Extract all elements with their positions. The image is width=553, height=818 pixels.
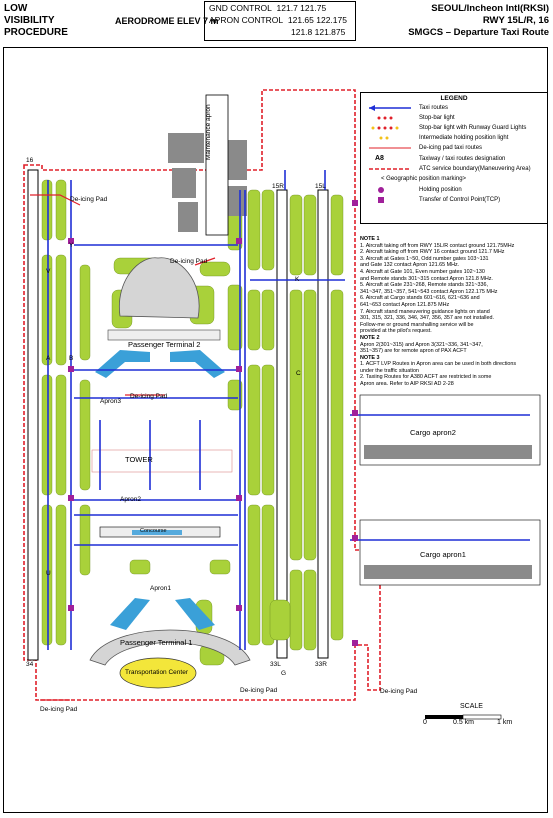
note-line: 7. Aircraft stand maneuvering guidance l…: [360, 308, 490, 315]
apron3-label: Apron3: [100, 398, 121, 405]
concourse-label: Concourse: [140, 528, 167, 534]
tcp-markers: [68, 200, 358, 646]
note-line: 2. Aircraft taking off from RWY 16 conta…: [360, 249, 505, 256]
scale-one: 1 km: [497, 719, 513, 726]
maintenance-apron: [205, 94, 229, 236]
note-line: provided at the pilot's request.: [360, 328, 432, 335]
legend-item-deicing-routes: De-icing pad taxi routes: [419, 145, 483, 151]
deicing-pad-label: De-icing Pad: [130, 393, 168, 400]
apron2-label: Apron2: [120, 496, 141, 503]
legend-title: LEGEND: [440, 95, 468, 102]
note-line: Apron 2(301~315) and Apron 3(321~336, 34…: [360, 341, 483, 348]
note-line: 5. Aircraft at Gate 231~268, Remote stan…: [360, 282, 488, 289]
runway-label-15l: 15L: [315, 183, 326, 190]
note-line: and Gate 132 contact Apron 121.65 MHz.: [360, 262, 460, 269]
taxiway-label-t: U: [46, 570, 51, 577]
runway-16: [27, 169, 39, 661]
note-line: 1. ACFT LVP Routes in Apron area can be …: [360, 361, 517, 368]
taxiway-label-c: C: [296, 370, 301, 377]
legend-item-tcp: Transfer of Control Point(TCP): [419, 197, 501, 203]
taxiway-label-u: V: [46, 268, 51, 275]
scale-half: 0.5 km: [453, 719, 475, 726]
maintenance-buildings: [168, 133, 247, 232]
tower-area: [91, 449, 233, 473]
note-line: under the traffic situation: [360, 367, 419, 374]
note-line: 351~357) are for remote apron of PAX ACF…: [360, 348, 467, 355]
legend-item-holding-position: Holding position: [419, 187, 462, 193]
runway-label-34: 34: [26, 661, 34, 668]
note-line: NOTE 2: [360, 334, 380, 341]
terminal-2-building: [118, 257, 200, 319]
grass-areas: [41, 179, 344, 666]
terminal-1-label: Passenger Terminal 1: [120, 638, 193, 647]
note-line: Apron area. Refer to AIP RKSI AD 2-28: [360, 381, 454, 388]
runway-label-33l: 33L: [270, 661, 281, 668]
legend-item-intermediate: Intermediate holding position light: [419, 135, 509, 141]
tower-label: TOWER: [125, 455, 153, 464]
legend-item-taxiway-designation: Taxiway / taxi routes designation: [419, 156, 506, 162]
note-line: 641~653 contact Apron 121.875 MHz: [360, 301, 450, 308]
note-line: Follow-me or ground marshalling service …: [360, 321, 474, 328]
taxi-routes: [47, 170, 530, 650]
note-line: 6. Aircraft at Cargo stands 601~616, 621…: [360, 295, 480, 302]
note-line: 1. Aircraft taking off from RWY 15L/R co…: [360, 242, 515, 249]
legend-item-geographic-marking: < Geographic position marking>: [381, 176, 467, 182]
deicing-pad-label: De-icing Pad: [170, 258, 208, 265]
taxiway-label-y: Y: [69, 242, 74, 249]
runway-15l: [317, 189, 329, 659]
note-line: NOTE 1: [360, 236, 380, 242]
apron1-label: Apron1: [150, 585, 171, 592]
scale-zero: 0: [423, 719, 427, 726]
map-frame: [3, 47, 548, 813]
note-line: 3. Aircraft at Gates 1~50, Odd number ga…: [360, 255, 489, 262]
deicing-pad-label: De-icing Pad: [40, 706, 78, 713]
legend-item-atc-boundary: ATC service boundary(Maneuvering Area): [419, 166, 531, 172]
note-line: 341~347, 351~357, 541~543 contact Apron …: [360, 288, 498, 295]
transportation-center-label: Transportation Center: [125, 669, 188, 676]
note-line: and Remote stands 301~315 contact Apron …: [360, 275, 493, 282]
runway-label-15r: 15R: [272, 183, 284, 190]
note-line: 301, 315, 321, 336, 346, 347, 356, 357 a…: [360, 315, 494, 322]
taxiway-label-g: G: [281, 670, 287, 677]
scale-title: SCALE: [460, 703, 483, 710]
note-line: 2. Taxiing Routes for A380 ACFT are rest…: [360, 374, 492, 381]
note-line: 4. Aircraft at Gate 101, Even number gat…: [360, 268, 485, 275]
taxiway-label-k: K: [295, 276, 300, 283]
deicing-pad-label: De-icing Pad: [380, 688, 418, 695]
scale-bar: [425, 714, 502, 720]
maintenance-apron-label: Maintenance apron: [205, 104, 212, 160]
deicing-routes: [30, 194, 216, 701]
terminal-1-building: [89, 629, 251, 666]
legend-item-stop-bar-rgl: Stop-bar light with Runway Guard Lights: [419, 125, 527, 131]
frequency-box: GND CONTROL 121.7 121.75 APRON CONTROL 1…: [204, 1, 356, 41]
legend-item-taxi-routes: Taxi routes: [419, 105, 449, 111]
transportation-center: [119, 657, 197, 689]
taxiway-label-a: A: [46, 355, 51, 362]
aerodrome-elevation: AERODROME ELEV 7 m: [115, 16, 219, 26]
deicing-pad-label: De-icing Pad: [240, 687, 278, 694]
cargo-apron-2-label: Cargo apron2: [410, 428, 456, 437]
runway-label-16: 16: [26, 157, 34, 164]
runway-15r: [276, 189, 288, 659]
terminal-2-label: Passenger Terminal 2: [128, 340, 201, 349]
legend-item-stop-bar: Stop-bar light: [419, 115, 455, 121]
legend-taxiway-sample: A8: [375, 155, 384, 162]
taxiway-label-b: B: [69, 355, 74, 362]
note-line: NOTE 3: [360, 354, 380, 361]
notes-panel: NOTE 1 1. Aircraft taking off from RWY 1…: [360, 236, 546, 388]
runway-label-33r: 33R: [315, 661, 327, 668]
legend-box: LEGEND Taxi routes Stop-bar light Stop-b…: [360, 92, 548, 224]
deicing-pad-label: De-icing Pad: [70, 196, 108, 203]
cargo-apron-1-label: Cargo apron1: [420, 550, 466, 559]
